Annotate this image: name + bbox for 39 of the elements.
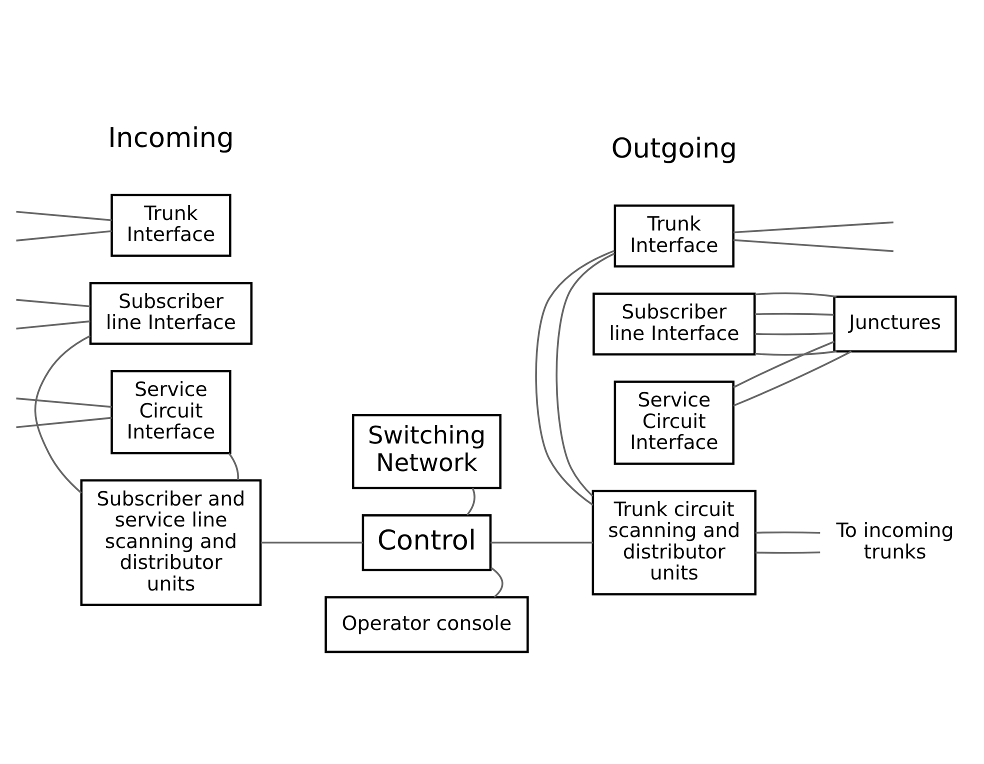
connector xyxy=(733,220,894,233)
node-box: Service Circuit Interface xyxy=(110,369,232,454)
label: Incoming xyxy=(108,122,234,154)
connector xyxy=(733,340,835,388)
node-text: To incoming trunks xyxy=(836,518,954,563)
node-box: Junctures xyxy=(833,295,957,352)
node-box: Operator console xyxy=(324,596,529,653)
connector xyxy=(228,452,240,480)
node-box: Service Circuit Interface xyxy=(614,380,734,464)
connector xyxy=(756,530,820,534)
connector xyxy=(754,312,834,316)
node-box: Subscriber line Interface xyxy=(592,292,756,356)
node-box: Trunk Interface xyxy=(110,193,232,256)
connector xyxy=(16,416,112,428)
connector xyxy=(535,249,615,506)
connector xyxy=(754,332,834,335)
label: Outgoing xyxy=(611,133,738,164)
connector xyxy=(733,238,894,252)
node-box: Subscriber and service line scanning and distributor units xyxy=(80,478,262,606)
connector xyxy=(490,566,504,598)
connector xyxy=(16,397,112,408)
connector xyxy=(756,550,820,554)
connector xyxy=(556,252,615,496)
connector xyxy=(490,541,593,544)
node-box: Control xyxy=(362,514,492,571)
node-box: Subscriber line Interface xyxy=(89,281,253,344)
node-box: Trunk circuit scanning and distributor units xyxy=(592,489,756,595)
connector xyxy=(754,292,837,298)
connector xyxy=(754,350,837,356)
connector xyxy=(16,210,112,221)
connector xyxy=(733,350,852,406)
connector xyxy=(16,320,90,329)
connector xyxy=(16,298,90,307)
connector xyxy=(466,487,476,515)
node-box: Switching Network xyxy=(352,414,502,489)
node-box: Trunk Interface xyxy=(614,204,734,268)
connector xyxy=(34,334,91,494)
connector xyxy=(16,230,112,241)
connector xyxy=(260,541,363,544)
